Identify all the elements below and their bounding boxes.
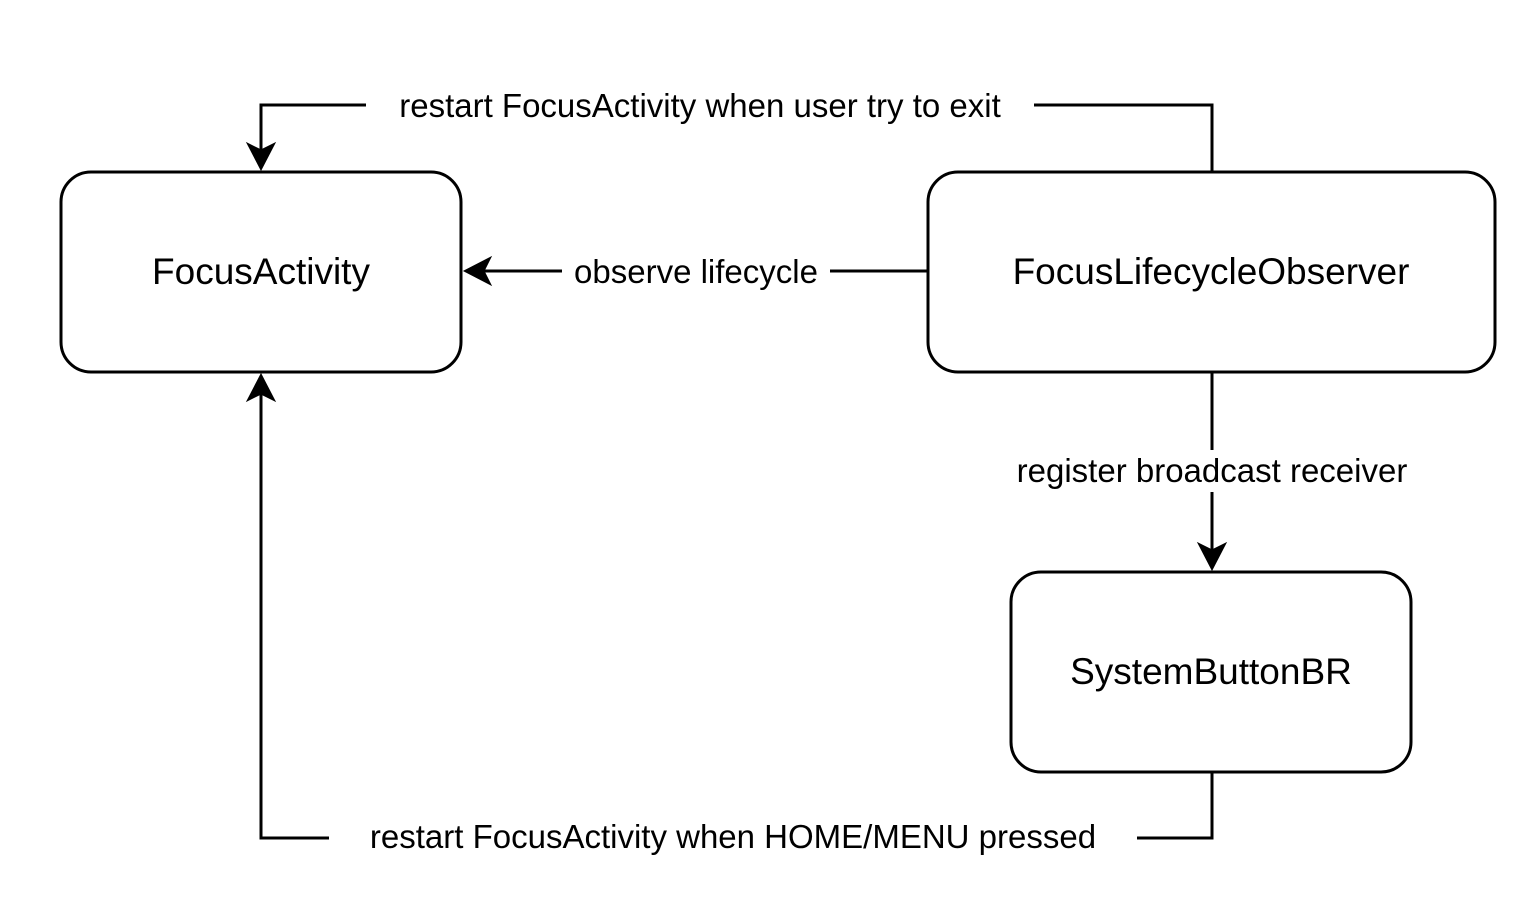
arrowhead-down — [1196, 541, 1228, 572]
edge-label-bg — [562, 250, 830, 292]
arrowhead-up — [245, 372, 277, 403]
node-focus-activity-box — [59, 170, 463, 374]
edge-label-restart-on-exit: restart FocusActivity when user try to e… — [399, 87, 1001, 124]
edge-restart-on-home-menu: restart FocusActivity when HOME/MENU pre… — [245, 372, 1214, 858]
edge-label-observe-lifecycle: observe lifecycle — [574, 253, 818, 290]
node-system-button-br[interactable]: SystemButtonBR — [1009, 570, 1413, 774]
edge-label-bg — [366, 84, 1034, 126]
node-focus-lifecycle-observer-box — [926, 170, 1497, 374]
node-focus-activity-label: FocusActivity — [152, 251, 370, 292]
edge-observe-lifecycle: observe lifecycle — [462, 250, 928, 292]
edge-label-register-receiver: register broadcast receiver — [1017, 452, 1408, 489]
node-focus-lifecycle-observer[interactable]: FocusLifecycleObserver — [926, 170, 1497, 374]
node-focus-activity[interactable]: FocusActivity — [59, 170, 463, 374]
node-system-button-br-box — [1009, 570, 1413, 774]
arrowhead-down — [245, 141, 277, 172]
node-system-button-br-label: SystemButtonBR — [1070, 651, 1352, 692]
arrowhead-left — [462, 255, 493, 287]
edge-restart-on-exit: restart FocusActivity when user try to e… — [245, 84, 1214, 172]
edge-label-bg — [996, 450, 1428, 492]
edge-register-receiver: register broadcast receiver — [996, 372, 1428, 572]
edge-label-bg — [329, 816, 1137, 858]
edge-label-restart-on-home-menu: restart FocusActivity when HOME/MENU pre… — [370, 818, 1096, 855]
node-focus-lifecycle-observer-label: FocusLifecycleObserver — [1013, 251, 1410, 292]
